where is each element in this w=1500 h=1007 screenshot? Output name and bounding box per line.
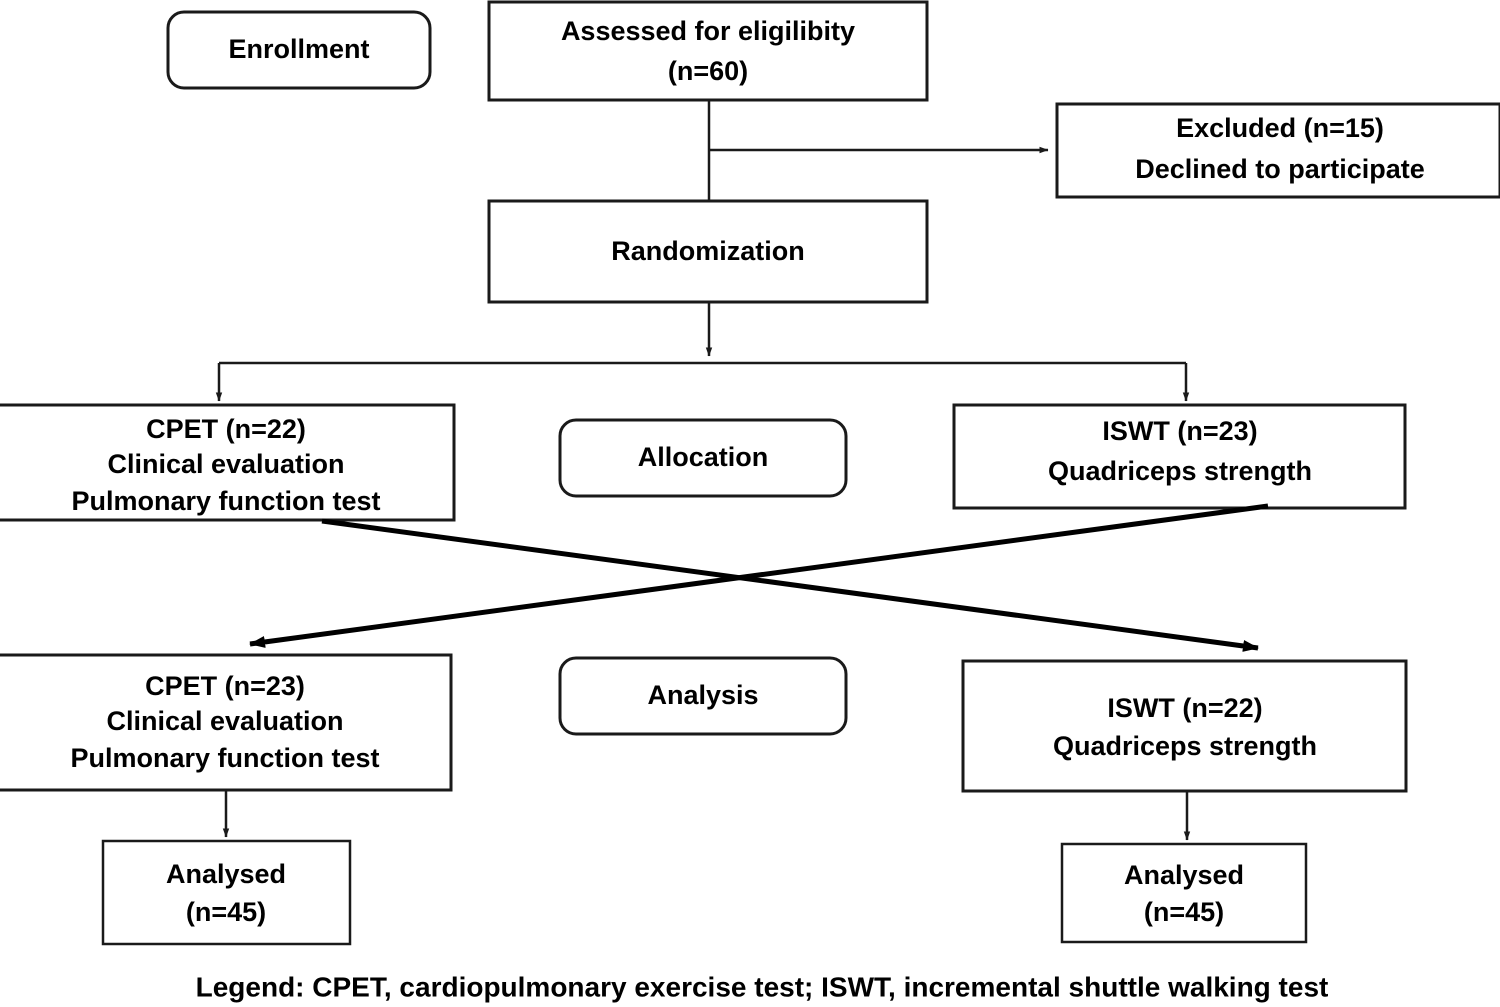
stage-allocation-box xyxy=(558,418,848,498)
node-excluded-line1: Excluded (n=15) xyxy=(1176,113,1384,143)
node-cross-left-line2: Clinical evaluation xyxy=(106,706,343,736)
node-alloc-left-line3: Pulmonary function test xyxy=(71,486,380,516)
node-cross-left-line1: CPET (n=23) xyxy=(145,671,305,701)
node-analysed-left-line1: Analysed xyxy=(166,859,286,889)
node-analysed-right-line1: Analysed xyxy=(1124,860,1244,890)
node-analysed-left-line2: (n=45) xyxy=(186,897,266,927)
node-assessed-line2: (n=60) xyxy=(668,56,748,86)
node-randomization: Randomization xyxy=(487,199,929,304)
stage-enrollment: Enrollment xyxy=(166,10,432,90)
stage-analysis: Analysis xyxy=(558,656,848,736)
node-cross-left-cpet: CPET (n=23) Clinical evaluation Pulmonar… xyxy=(0,653,453,792)
node-alloc-left-cpet: CPET (n=22) Clinical evaluation Pulmonar… xyxy=(0,403,456,522)
node-alloc-left-box xyxy=(0,403,456,522)
diagram-legend: Legend: CPET, cardiopulmonary exercise t… xyxy=(196,971,1329,1002)
node-analysed-right-line2: (n=45) xyxy=(1144,897,1224,927)
node-cross-right-line2: Quadriceps strength xyxy=(1053,731,1317,761)
stage-allocation-label: Allocation xyxy=(638,442,769,472)
node-excluded-box xyxy=(1055,102,1500,199)
node-alloc-right-box xyxy=(952,403,1407,510)
node-excluded: Excluded (n=15) Declined to participate xyxy=(1055,102,1500,199)
node-assessed-line1: Assessed for eligilibity xyxy=(561,16,855,46)
connector-crossover-right-to-left xyxy=(249,503,1269,648)
node-cross-right-iswt: ISWT (n=22) Quadriceps strength xyxy=(961,659,1408,793)
node-analysed-left: Analysed (n=45) xyxy=(101,839,352,946)
node-cross-left-line3: Pulmonary function test xyxy=(70,743,379,773)
node-randomization-box xyxy=(487,199,929,304)
node-analysed-right-box xyxy=(1060,842,1308,944)
node-analysed-right: Analysed (n=45) xyxy=(1060,842,1308,944)
stage-analysis-label: Analysis xyxy=(647,680,758,710)
node-alloc-right-iswt: ISWT (n=23) Quadriceps strength xyxy=(952,403,1407,510)
node-assessed-for-eligibility: Assessed for eligilibity (n=60) xyxy=(487,0,929,102)
node-alloc-right-line2: Quadriceps strength xyxy=(1048,456,1312,486)
stage-enrollment-box xyxy=(166,10,432,90)
node-analysed-left-box xyxy=(101,839,352,946)
node-cross-right-box xyxy=(961,659,1408,793)
stage-allocation: Allocation xyxy=(558,418,848,498)
stage-enrollment-label: Enrollment xyxy=(228,34,369,64)
node-excluded-line2: Declined to participate xyxy=(1135,154,1425,184)
node-cross-left-box xyxy=(0,653,453,792)
connector-crossover-left-to-right xyxy=(321,518,1259,652)
node-assessed-box xyxy=(487,0,929,102)
node-alloc-left-line1: CPET (n=22) xyxy=(146,414,306,444)
node-randomization-label: Randomization xyxy=(611,236,805,266)
stage-analysis-box xyxy=(558,656,848,736)
node-cross-right-line1: ISWT (n=22) xyxy=(1107,693,1262,723)
node-alloc-left-line2: Clinical evaluation xyxy=(107,449,344,479)
node-alloc-right-line1: ISWT (n=23) xyxy=(1102,416,1257,446)
